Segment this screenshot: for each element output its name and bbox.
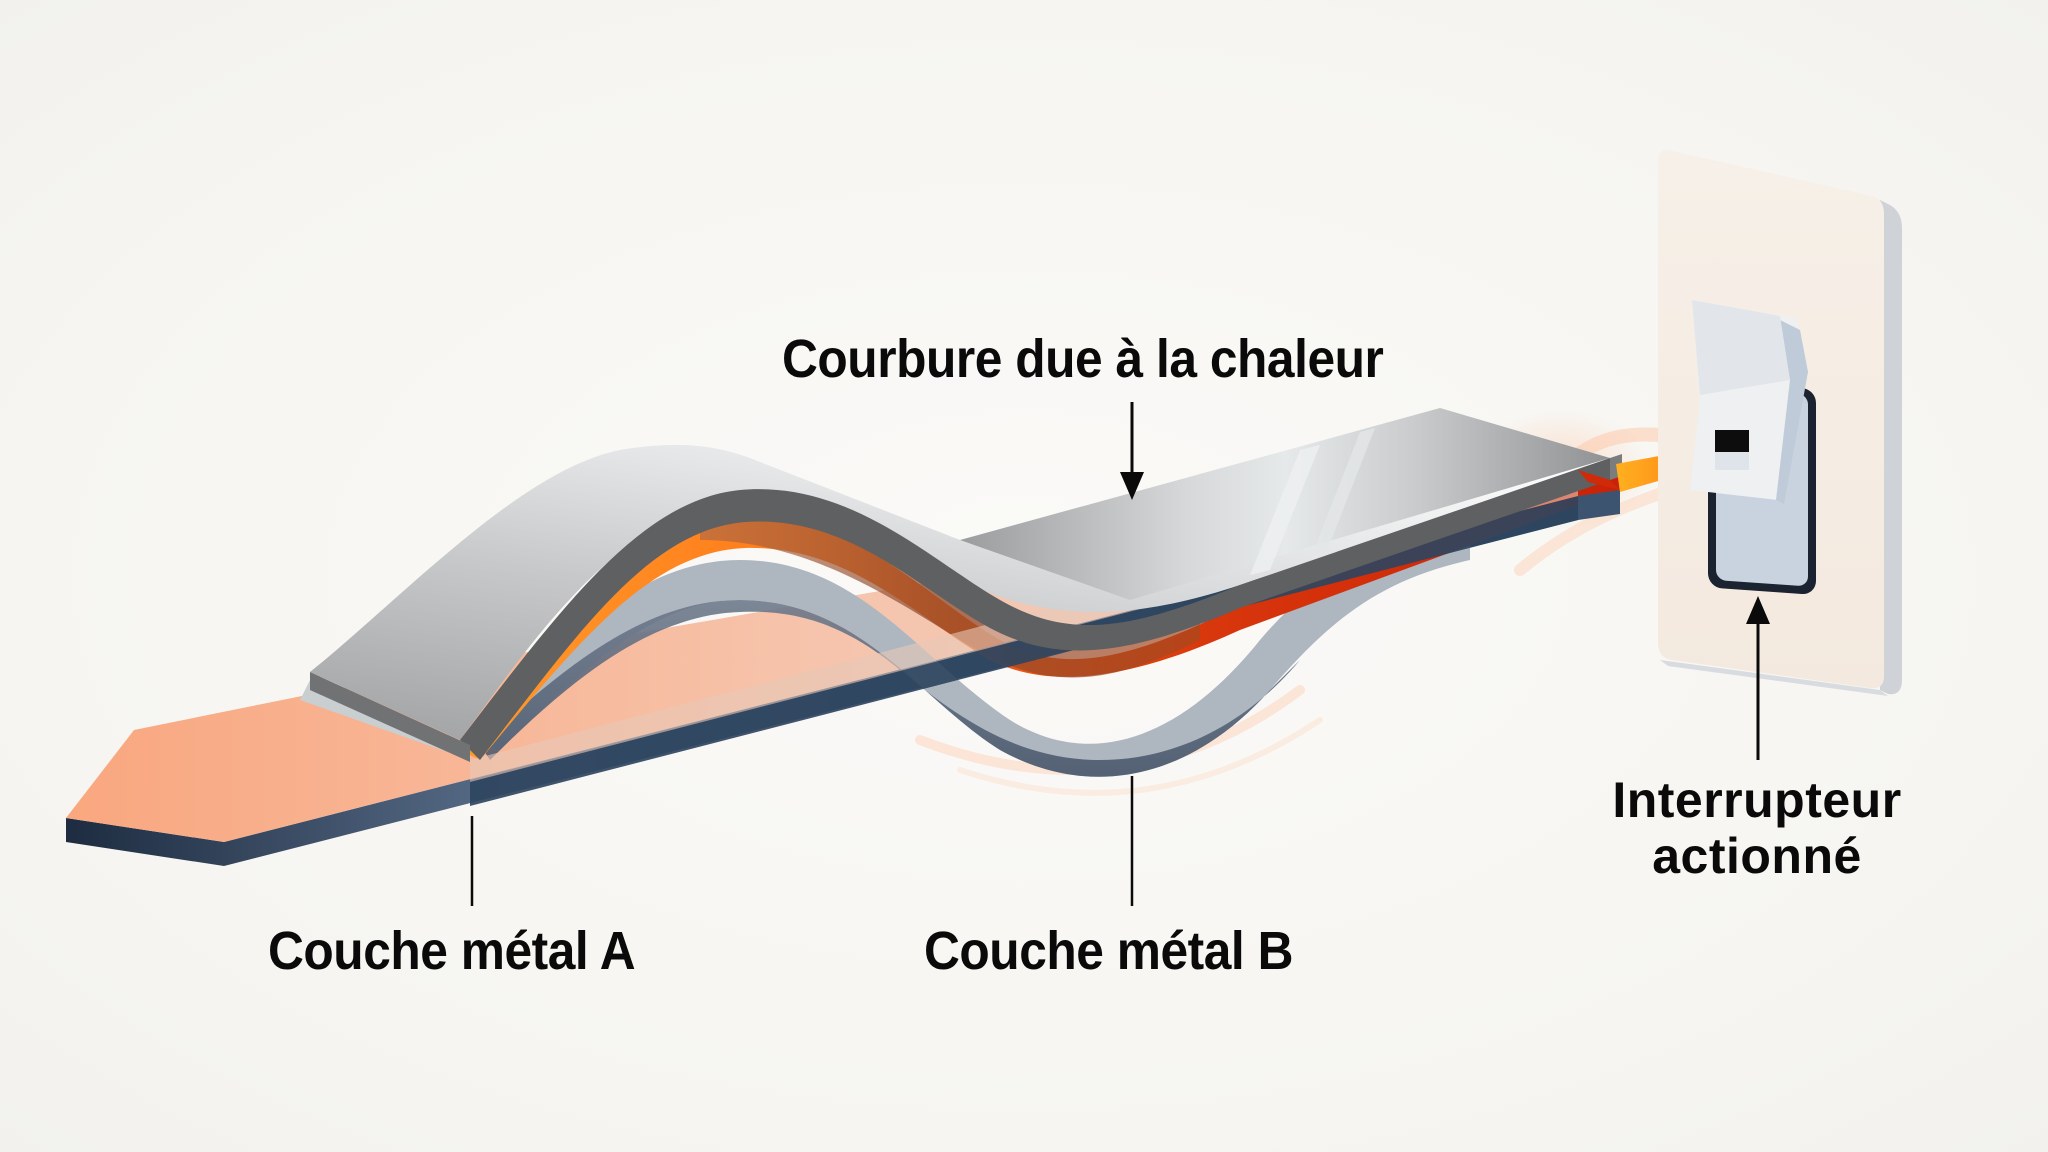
switch-label-line1: Interrupteur	[1612, 772, 1902, 828]
metal-layer-b-underside	[470, 520, 1470, 777]
metal-layer-b	[300, 408, 1622, 762]
annotation-lines	[470, 402, 1770, 906]
arrow-down-icon	[1120, 472, 1144, 500]
heat-layer	[460, 470, 1620, 760]
strip-tip	[1578, 470, 1620, 520]
switch-label-line2: actionné	[1652, 828, 1862, 884]
metal-b-label: Couche métal B	[924, 921, 1294, 981]
curvature-label: Courbure due à la chaleur	[782, 329, 1384, 389]
switch-label: Interrupteur actionné	[1592, 772, 1922, 884]
arrow-up-icon	[1746, 596, 1770, 624]
metal-a-label: Couche métal A	[268, 921, 636, 981]
wall-switch	[1658, 149, 1902, 696]
